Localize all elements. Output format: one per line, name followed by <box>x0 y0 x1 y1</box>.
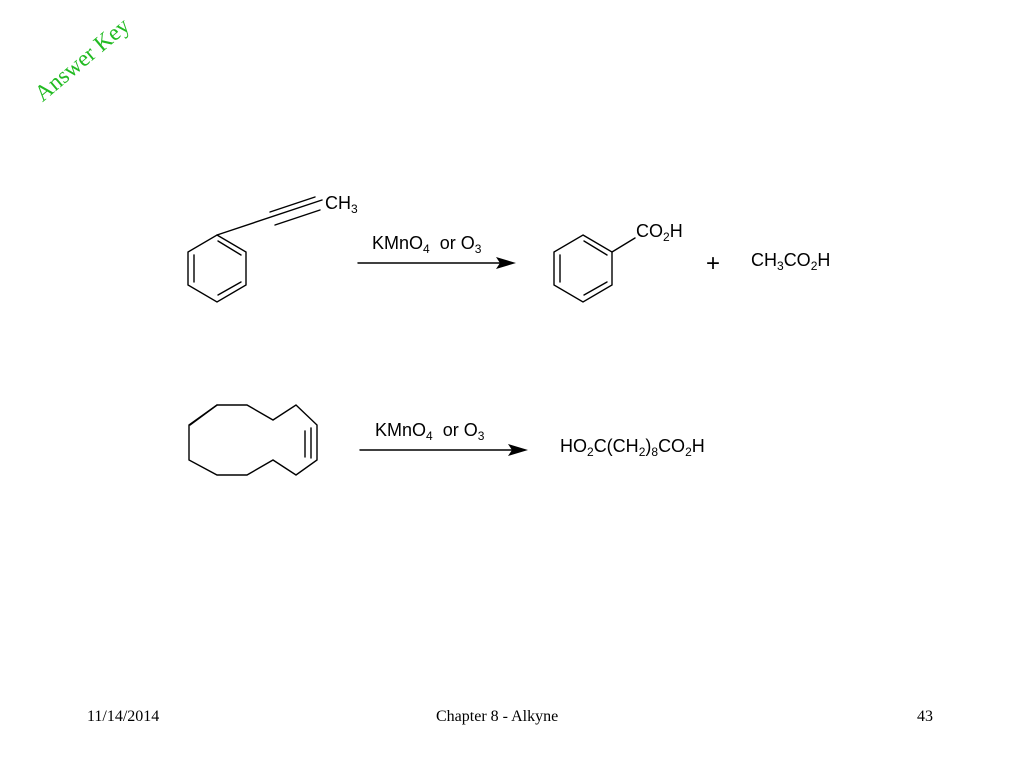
methyl-group-label: CH3 <box>325 193 358 216</box>
benzene-ring-reactant <box>187 234 247 303</box>
cyclodecyne-ring <box>188 404 318 476</box>
decanedioic-acid-label: HO2C(CH2)8CO2H <box>560 436 705 459</box>
acetic-acid-label: CH3CO2H <box>751 250 831 273</box>
footer-date: 11/14/2014 <box>87 708 160 725</box>
footer-title: Chapter 8 - Alkyne <box>436 708 559 725</box>
benzene-ring-product <box>553 234 636 303</box>
reaction-arrow-1 <box>357 257 516 269</box>
reagent-label-1: KMnO4 or O3 <box>372 233 482 256</box>
alkyne-triple-bond <box>216 196 323 236</box>
carboxyl-group-label: CO2H <box>636 221 683 244</box>
reaction-arrow-2 <box>359 444 528 456</box>
page-number: 43 <box>917 708 933 725</box>
plus-sign: + <box>706 250 721 277</box>
reagent-label-2: KMnO4 or O3 <box>375 420 485 443</box>
